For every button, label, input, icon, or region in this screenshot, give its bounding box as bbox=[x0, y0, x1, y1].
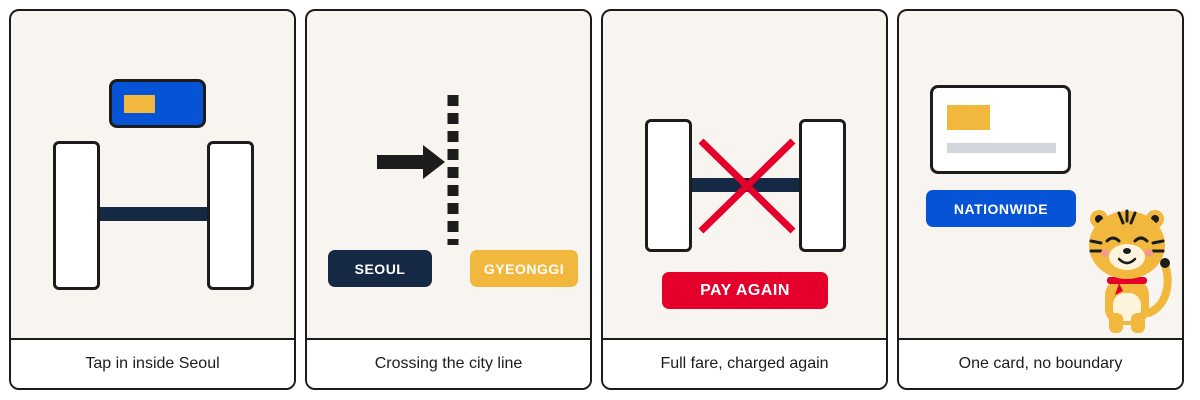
label-nationwide: NATIONWIDE bbox=[926, 190, 1076, 227]
gate-bar bbox=[96, 207, 210, 221]
panel-caption: One card, no boundary bbox=[899, 338, 1182, 388]
panel-caption: Full fare, charged again bbox=[603, 338, 886, 388]
arrow-right-icon bbox=[377, 145, 445, 179]
card-chip bbox=[947, 105, 990, 130]
panel-crossing: SEOUL GYEONGGI Crossing the city line bbox=[305, 9, 592, 390]
gate-post-left bbox=[645, 119, 692, 252]
gate-post-right bbox=[799, 119, 846, 252]
panel-nationwide: NATIONWIDE One card, no b bbox=[897, 9, 1184, 390]
label-seoul: SEOUL bbox=[328, 250, 432, 287]
cross-icon bbox=[698, 138, 796, 234]
transit-card-icon bbox=[930, 85, 1071, 174]
label-gyeonggi: GYEONGGI bbox=[470, 250, 578, 287]
boundary-line-icon bbox=[447, 95, 459, 245]
panel-pay-again: PAY AGAIN Full fare, charged again bbox=[601, 9, 888, 390]
panel-caption: Tap in inside Seoul bbox=[11, 338, 294, 388]
tiger-mascot-icon bbox=[1089, 209, 1172, 333]
card-chip bbox=[124, 95, 155, 113]
panel-tap-in: Tap in inside Seoul bbox=[9, 9, 296, 390]
label-pay-again: PAY AGAIN bbox=[662, 272, 828, 309]
panel-caption: Crossing the city line bbox=[307, 338, 590, 388]
transit-card-icon bbox=[109, 79, 206, 128]
card-stripe bbox=[947, 143, 1056, 153]
gate-post-right bbox=[207, 141, 254, 290]
gate-post-left bbox=[53, 141, 100, 290]
